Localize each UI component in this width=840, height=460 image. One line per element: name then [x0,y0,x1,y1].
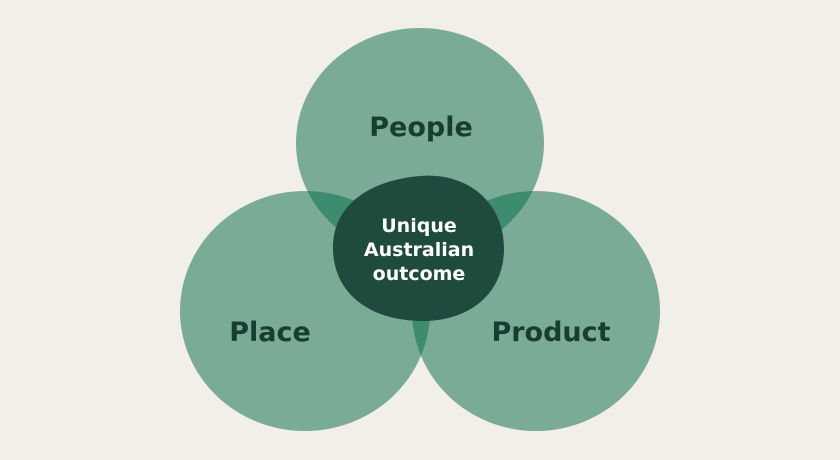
center-label-line-1: Unique [381,215,456,237]
people-label: People [369,112,473,143]
product-label: Product [491,317,610,348]
place-label: Place [229,317,311,348]
center-label-line-2: Australian [364,239,474,261]
center-outcome-shape [333,175,505,322]
center-label-line-3: outcome [373,263,466,285]
